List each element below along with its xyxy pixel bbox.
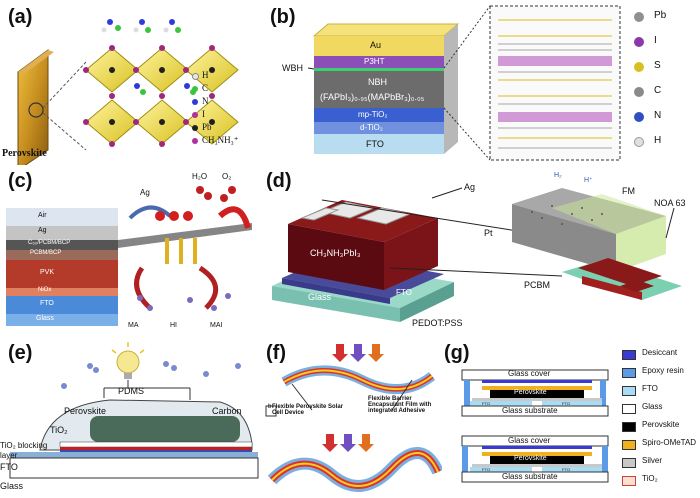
- layer-c-niox: NiOx: [38, 287, 52, 293]
- f-b-label: b: [268, 404, 272, 410]
- d-pcbm-label: PCBM: [524, 280, 551, 290]
- flexible-device-diagram: [272, 187, 682, 322]
- layer-mp-tio2: mp-TiO₂: [358, 110, 388, 119]
- perovskite-crystal-diagram: [17, 19, 239, 165]
- legend-g-silver: Silver: [642, 456, 663, 465]
- panel-b-label: (b): [270, 6, 296, 28]
- encapsulation-diagram: [9, 342, 259, 479]
- e-tio2-label: TiO₂: [50, 425, 68, 435]
- d-fto-label: FTO: [396, 288, 412, 297]
- e-blocking-label: TiO₂ blocking: [0, 441, 48, 450]
- g-bottom-cover: Glass cover: [508, 436, 551, 445]
- degradation-diagram: [6, 186, 252, 326]
- flexible-encapsulation-diagram: [265, 344, 442, 492]
- panel-f: (f) Flexible Perovskite Solar Cell Devic…: [262, 340, 442, 498]
- panel-g: (g) Glass cover Perovskite FTO FTO Glass…: [442, 340, 700, 498]
- d-hplus-label: H⁺: [584, 177, 593, 184]
- legend-b-h: H: [654, 135, 662, 146]
- f-device-label: Flexible Perovskite Solar Cell Device: [272, 404, 344, 416]
- d-pedot-label: PEDOT:PSS: [412, 318, 463, 328]
- legend-b-i: I: [654, 35, 657, 46]
- g-bottom-fto2: FTO: [562, 467, 570, 472]
- layer-c-c60: C₆₀/PCBM/BCP: [28, 240, 71, 246]
- layer-d-tio2: d-TiO₂: [360, 123, 383, 132]
- layer-c-pcbm: PCBM/BCP: [30, 250, 62, 256]
- legend-a-pb: Pb: [202, 122, 212, 132]
- legend-g-desiccant: Desiccant: [642, 348, 678, 357]
- legend-g-epoxy: Epoxy resin: [642, 366, 684, 375]
- legend-g-fto: FTO: [642, 384, 658, 393]
- e-glass-label: Glass: [0, 481, 24, 491]
- perovskite-label: Perovskite: [2, 148, 47, 159]
- g-bottom-perovskite: Perovskite: [514, 455, 547, 462]
- d-perovskite-label: CH₃NH₃PbI₃: [310, 248, 361, 258]
- panel-e: (e) PDMS Perovskite Carbon TiO₂ TiO₂ blo…: [0, 340, 262, 498]
- layer-fto: FTO: [366, 139, 384, 149]
- e-perovskite-label: Perovskite: [64, 406, 107, 416]
- species-water: H₂O: [192, 172, 208, 181]
- legend-a-i: I: [202, 109, 205, 119]
- layer-au: Au: [370, 40, 382, 50]
- layer-c-air: Air: [38, 212, 47, 219]
- d-ag-label: Ag: [464, 182, 476, 192]
- panel-g-label: (g): [444, 342, 470, 364]
- legend-g-tio2: TiO₂: [642, 474, 658, 483]
- g-top-perovskite: Perovskite: [514, 389, 547, 396]
- layer-perovskite-composition: (FAPbI₃)₀.₉₅(MAPbBr₃)₀.₀₅: [320, 92, 425, 102]
- e-carbon-label: Carbon: [212, 406, 242, 416]
- layer-c-pvk: PVK: [40, 269, 55, 276]
- e-layer-label: layer: [0, 451, 18, 460]
- legend-b-n: N: [654, 110, 662, 121]
- d-h2-label: H₂: [554, 172, 562, 179]
- panel-f-label: (f): [266, 342, 286, 364]
- legend-a-h: H: [202, 70, 209, 80]
- d-pt-label: Pt: [484, 228, 493, 238]
- wbh-label: WBH: [282, 63, 303, 73]
- d-glass-label: Glass: [308, 292, 332, 302]
- legend-c-mai: MAI: [210, 322, 223, 329]
- layer-p3ht: P3HT: [364, 57, 385, 66]
- legend-g-perovskite: Perovskite: [642, 420, 680, 429]
- legend-g-spiro: Spiro-OMeTAD: [642, 438, 697, 447]
- legend-b-s: S: [654, 60, 661, 71]
- d-noa-label: NOA 63: [654, 198, 686, 208]
- panel-d-label: (d): [266, 170, 292, 192]
- panel-d: (d) Ag CH₃NH₃PbI₃ F: [262, 168, 700, 338]
- perovskite-slab: [17, 49, 49, 165]
- legend-c-hi: HI: [170, 322, 177, 329]
- panel-e-label: (e): [8, 342, 33, 364]
- e-fto-label: FTO: [0, 462, 18, 472]
- g-top-substrate: Glass substrate: [502, 406, 558, 415]
- g-top-cover: Glass cover: [508, 369, 551, 378]
- panel-a: (a): [0, 0, 258, 165]
- legend-g-glass: Glass: [642, 402, 663, 411]
- legend-a-c: C: [202, 83, 209, 93]
- species-ag: Ag: [140, 188, 150, 197]
- legend-a-n: N: [202, 96, 209, 106]
- glass-encapsulation-diagram: [461, 369, 609, 483]
- legend-b-c: C: [654, 85, 662, 96]
- legend-a-ch3nh3: CH₃NH₃⁺: [202, 135, 239, 145]
- d-fm-label: FM: [622, 186, 635, 196]
- panel-c-label: (c): [8, 170, 33, 192]
- g-bottom-fto1: FTO: [482, 467, 490, 472]
- legend-c-ma: MA: [128, 322, 139, 329]
- layer-c-fto: FTO: [40, 300, 54, 307]
- octahedra-lattice: [83, 19, 239, 147]
- f-barrier-label: Flexible Barrier Encapsulant Film with i…: [368, 396, 432, 414]
- panel-a-label: (a): [8, 6, 33, 28]
- g-bottom-substrate: Glass substrate: [502, 472, 558, 481]
- g-top-fto1: FTO: [482, 401, 490, 406]
- layer-nbh: NBH: [368, 77, 388, 87]
- panel-b: (b): [262, 0, 700, 165]
- e-pdms-label: PDMS: [118, 386, 145, 396]
- layer-c-glass: Glass: [36, 315, 54, 322]
- panel-c: (c) Air Ag C₆₀/PCBM/BCP PCBM/BCP PVK Ni: [0, 168, 262, 338]
- g-top-fto2: FTO: [562, 401, 570, 406]
- legend-b-pb: Pb: [654, 10, 667, 21]
- nbh-zoom-lattice: [498, 19, 612, 149]
- device-stack-diagram: [307, 5, 621, 161]
- species-oxygen: O₂: [222, 172, 232, 181]
- layer-c-ag: Ag: [38, 227, 47, 234]
